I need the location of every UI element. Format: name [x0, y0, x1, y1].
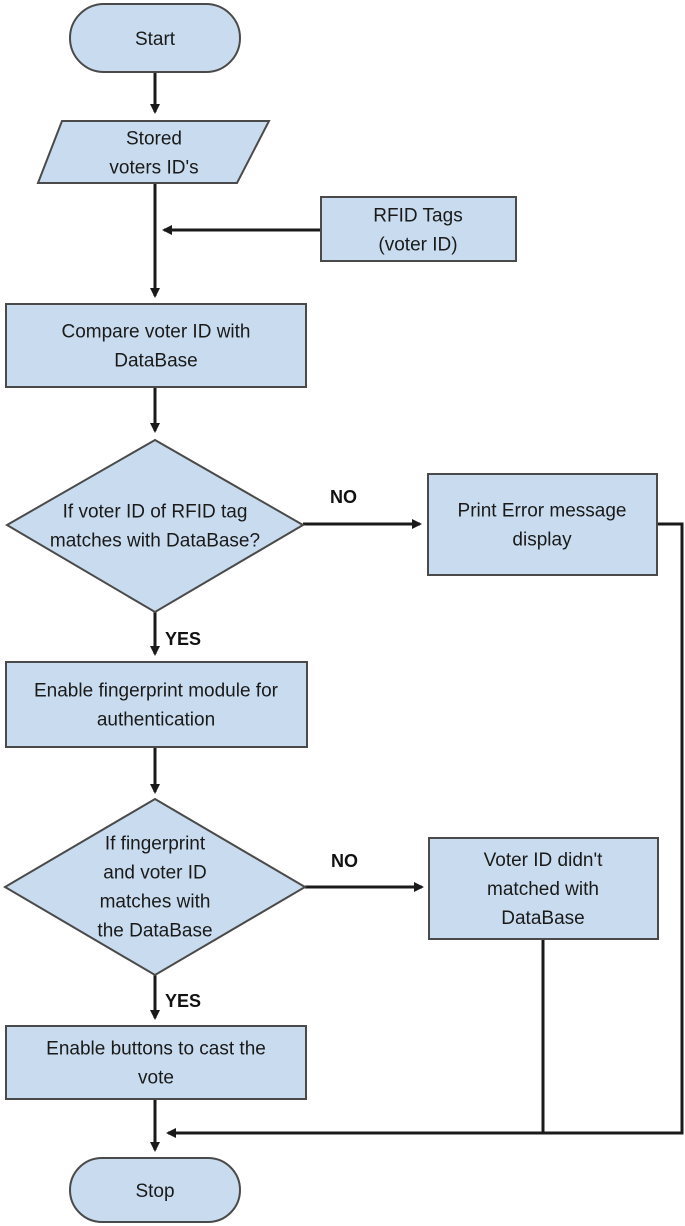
decision2-line-3: matches with	[100, 892, 211, 913]
error-line-1: Print Error message	[458, 501, 627, 522]
decision2-line-2: and voter ID	[103, 863, 207, 884]
buttons-line-1: Enable buttons to cast the	[46, 1039, 266, 1060]
start-line-1: Start	[135, 29, 176, 50]
print-error-label: Print Error message display	[458, 501, 627, 551]
decision1-line-2: matches with DataBase?	[50, 531, 260, 552]
compare-line-1: Compare voter ID with	[61, 322, 250, 343]
rfid-line-2: (voter ID)	[378, 235, 457, 256]
decision1-no-label: NO	[330, 487, 357, 507]
decision2-line-1: If fingerprint	[105, 834, 206, 855]
buttons-line-2: vote	[138, 1068, 174, 1089]
decision-rfid-match: If voter ID of RFID tag matches with Data…	[5, 438, 305, 614]
decision-fingerprint-match-label: If fingerprint and voter ID matches with th…	[97, 834, 212, 942]
stored-line-2: voters ID's	[109, 158, 198, 179]
start-label: Start	[135, 29, 176, 50]
connectors	[150, 72, 684, 1152]
stored-voters-ids-label: Stored voters ID's	[109, 129, 198, 179]
line-error-to-merge	[166, 522, 684, 1138]
enable-fingerprint-label: Enable fingerprint module for authenticat…	[34, 681, 279, 731]
decision1-yes-label: YES	[165, 629, 201, 649]
fingerprint-line-2: authentication	[97, 710, 215, 731]
mismatch-line-3: DataBase	[501, 908, 584, 929]
fingerprint-line-1: Enable fingerprint module for	[34, 681, 279, 702]
decision2-yes-label: YES	[165, 991, 201, 1011]
rfid-tags-label: RFID Tags (voter ID)	[373, 206, 462, 256]
error-line-2: display	[512, 530, 572, 551]
start-terminal: Start	[69, 3, 241, 73]
decision2-line-4: the DataBase	[97, 921, 212, 942]
mismatch-line-1: Voter ID didn't	[484, 850, 603, 871]
decision2-no-label: NO	[331, 851, 358, 871]
compare-line-2: DataBase	[114, 351, 197, 372]
stop-label: Stop	[135, 1181, 174, 1202]
mismatch-line-2: matched with	[487, 879, 599, 900]
enable-buttons-label: Enable buttons to cast the vote	[46, 1039, 266, 1089]
enable-buttons-box: Enable buttons to cast the vote	[5, 1025, 307, 1100]
stored-line-1: Stored	[126, 129, 182, 150]
rfid-tags-box: RFID Tags (voter ID)	[320, 196, 517, 262]
decision-rfid-match-label: If voter ID of RFID tag matches with Data…	[50, 502, 260, 552]
decision-fingerprint-match: If fingerprint and voter ID matches with th…	[3, 797, 307, 977]
enable-fingerprint-box: Enable fingerprint module for authenticat…	[5, 661, 308, 748]
stop-terminal: Stop	[69, 1157, 241, 1223]
stop-line-1: Stop	[135, 1181, 174, 1202]
decision1-line-1: If voter ID of RFID tag	[63, 502, 248, 523]
stored-voters-ids-input: Stored voters ID's	[36, 120, 271, 184]
print-error-box: Print Error message display	[427, 473, 658, 576]
rfid-line-1: RFID Tags	[373, 206, 462, 227]
